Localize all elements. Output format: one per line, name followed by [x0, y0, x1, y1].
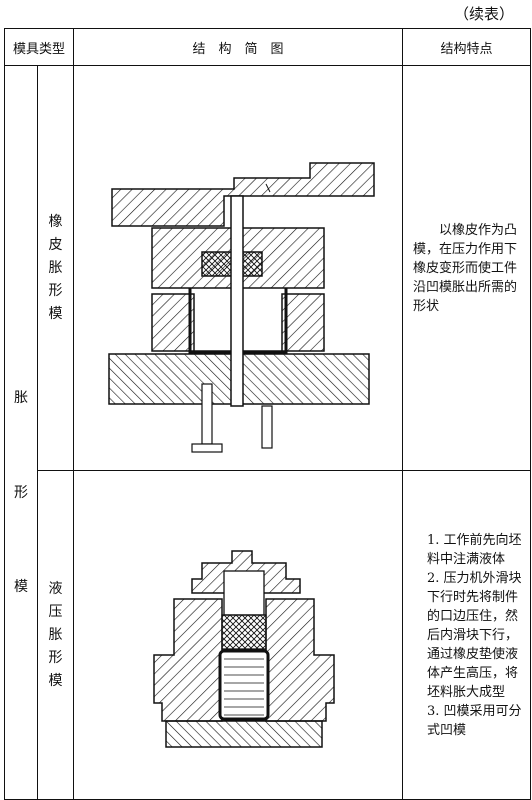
features-rubber: 以橡皮作为凸模，在压力作用下橡皮变形而使工件沿凹模胀出所需的形状	[402, 65, 532, 471]
subtype-hydraulic: 液压胀形模	[36, 470, 75, 800]
category-label: 胀 形 模	[14, 389, 28, 595]
diagram-hydraulic	[73, 470, 404, 800]
table-row: 液压胀形模	[5, 470, 532, 800]
feature-item-1: 1. 工作前先向坯料中注满液体	[427, 532, 522, 567]
feature-item-2: 2. 压力机外滑块下行时先将制件的口边压住，然后内滑块下行，通过橡皮垫使液体产生…	[427, 570, 522, 700]
header-type: 模具类型	[3, 28, 75, 66]
table-row: 胀 形 模 橡皮胀形模	[4, 65, 532, 800]
features-hydraulic: 1. 工作前先向坯料中注满液体 2. 压力机外滑块下行时先将制件的口边压住，然后…	[402, 470, 532, 800]
category-cell: 胀 形 模	[4, 65, 38, 800]
features-rubber-text: 以橡皮作为凸模，在压力作用下橡皮变形而使工件沿凹模胀出所需的形状	[413, 222, 518, 314]
feature-item-3: 3. 凹模采用可分式凹模	[427, 703, 522, 738]
die-type-table: 模具类型 结 构 简 图 结构特点 胀 形 模 橡皮胀形模	[3, 28, 532, 800]
continued-label: （续表）	[453, 5, 514, 23]
subtype-rubber: 橡皮胀形模	[36, 65, 75, 471]
rubber-bulging-die-drawing	[108, 162, 375, 453]
header-diagram: 结 构 简 图	[73, 28, 404, 66]
header-row: 模具类型 结 构 简 图 结构特点	[3, 28, 532, 66]
hydraulic-bulging-die-drawing	[153, 550, 335, 748]
diagram-rubber	[73, 65, 404, 471]
header-features: 结构特点	[402, 28, 532, 66]
